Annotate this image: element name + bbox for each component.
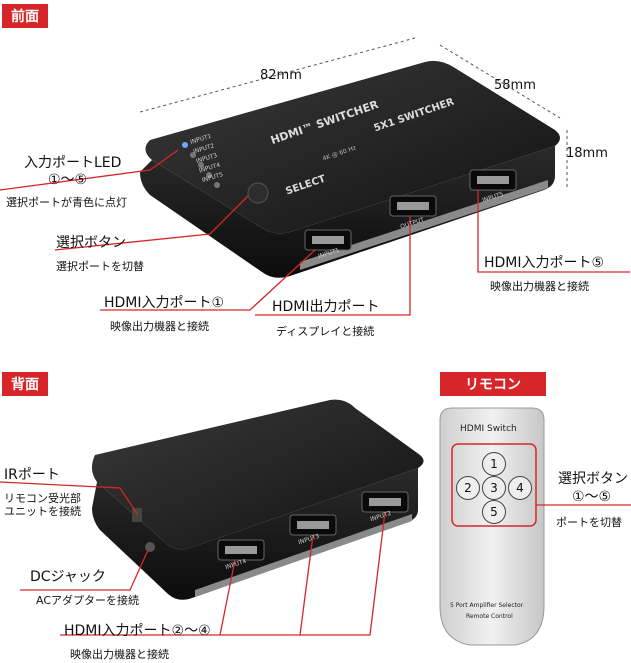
callout-select-button-desc: 選択ポートを切替 (56, 260, 144, 273)
ir-port (132, 508, 142, 522)
callout-remote-select-desc: ポートを切替 (556, 516, 622, 529)
callout-input-led-desc: 選択ポートが青色に点灯 (6, 196, 127, 209)
callout-hdmi-in24-desc: 映像出力機器と接続 (70, 648, 169, 661)
callout-dc-jack-title: DCジャック (30, 569, 106, 585)
callout-hdmi-in24-title: HDMI入力ポート②～④ (64, 623, 211, 639)
port-input2 (361, 491, 409, 513)
remote-button-1[interactable]: 1 (482, 452, 506, 476)
callout-hdmi-in5-desc: 映像出力機器と接続 (490, 280, 589, 293)
dc-jack (145, 542, 155, 552)
section-back-badge: 背面 (2, 372, 48, 396)
callout-hdmi-in1-desc: 映像出力機器と接続 (110, 320, 209, 333)
callout-remote-select-range: ①～⑤ (572, 489, 612, 505)
port-input1 (304, 229, 352, 251)
dimension-width: 82mm (260, 68, 302, 83)
callout-input-led-range: ①～⑤ (48, 172, 88, 188)
callout-hdmi-in1-title: HDMI入力ポート① (104, 295, 225, 311)
callout-input-led-title: 入力ポートLED (24, 155, 122, 171)
remote-button-3[interactable]: 3 (482, 476, 506, 500)
dimension-height: 18mm (566, 146, 608, 161)
remote-footer-2: Remote Control (466, 613, 513, 620)
led-column (182, 142, 220, 188)
callout-ir-port-title: IRポート (4, 467, 60, 483)
remote-button-5[interactable]: 5 (482, 500, 506, 524)
back-device (91, 399, 424, 600)
callout-ir-port-desc2: ユニットを接続 (4, 505, 81, 518)
section-remote-badge: リモコン (440, 372, 546, 396)
callout-remote-select-title: 選択ボタン (558, 471, 628, 487)
back-leader-lines (0, 481, 386, 636)
port-input3 (289, 514, 337, 536)
callout-hdmi-in5-title: HDMI入力ポート⑤ (484, 255, 605, 271)
remote-button-2[interactable]: 2 (456, 476, 480, 500)
remote-button-highlight (451, 443, 537, 527)
callout-hdmi-out-title: HDMI出力ポート (272, 299, 380, 315)
front-leader-lines (0, 149, 630, 316)
callout-dc-jack-desc: ACアダプターを接続 (36, 594, 140, 607)
port-input5 (469, 169, 517, 191)
remote-header: HDMI Switch (460, 424, 517, 434)
callout-ir-port-desc1: リモコン受光部 (4, 492, 81, 505)
front-device (140, 60, 561, 278)
port-output (389, 195, 437, 217)
dimension-lines (139, 37, 568, 188)
callout-hdmi-out-desc: ディスプレイと接続 (276, 325, 375, 338)
section-front-badge: 前面 (2, 4, 48, 28)
callout-select-button-title: 選択ボタン (56, 235, 126, 251)
remote-button-4[interactable]: 4 (508, 476, 532, 500)
select-button-knob[interactable] (247, 182, 269, 204)
remote-footer-1: 5 Port Amplifier Selector (450, 602, 524, 609)
dimension-depth: 58mm (494, 78, 536, 93)
port-input4 (217, 539, 265, 561)
